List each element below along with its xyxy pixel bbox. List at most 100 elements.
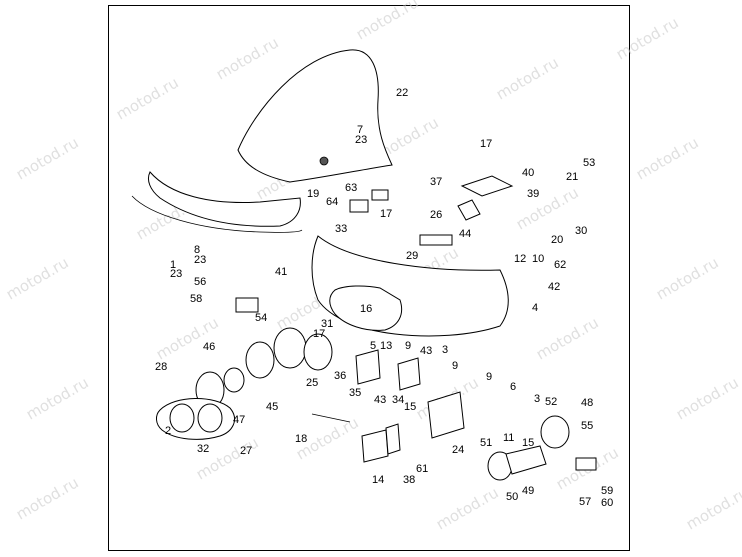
mount-bracket-part [427, 391, 465, 439]
callout-label: 23 [355, 134, 367, 146]
callout-label: 18 [295, 433, 307, 445]
callout-label: 49 [522, 485, 534, 497]
switch-part [235, 297, 259, 313]
headlamp-part [245, 341, 275, 379]
windshield-bushing-part [319, 156, 329, 166]
turn-signal-housing-part [505, 445, 547, 475]
callout-label: 40 [522, 167, 534, 179]
mount-plate-part [361, 429, 389, 463]
lamp-part [223, 367, 245, 393]
callout-label: 48 [581, 397, 593, 409]
callout-label: 45 [266, 401, 278, 413]
callout-label: 7 [357, 124, 363, 136]
watermark-text: motod.ru [193, 433, 262, 483]
callout-label: 26 [430, 209, 442, 221]
watermark-text: motod.ru [113, 73, 182, 123]
watermark-text: motod.ru [433, 483, 502, 533]
callout-label: 15 [522, 437, 534, 449]
callout-label: 11 [503, 432, 514, 444]
callout-label: 14 [372, 474, 384, 486]
callout-label: 33 [335, 223, 347, 235]
callout-label: 10 [532, 253, 544, 265]
callout-label: 52 [545, 396, 557, 408]
headlamp-part [273, 327, 307, 369]
callout-label: 56 [194, 276, 206, 288]
watermark-text: motod.ru [353, 0, 422, 43]
callout-label: 9 [452, 360, 458, 372]
callout-label: 6 [510, 381, 516, 393]
callout-label: 20 [551, 234, 563, 246]
callout-label: 29 [406, 250, 418, 262]
callout-label: 28 [155, 361, 167, 373]
windshield-seal-part [131, 195, 303, 233]
callout-label: 53 [583, 157, 595, 169]
watermark-text: motod.ru [153, 313, 222, 363]
callout-label: 25 [306, 377, 318, 389]
callout-label: 2 [165, 425, 171, 437]
bracket-part [397, 357, 421, 391]
support-bracket-part [457, 199, 481, 221]
bracket-plate-part [460, 175, 514, 197]
turn-signal-part [540, 415, 570, 449]
bracket-part [355, 349, 381, 385]
callout-label: 57 [579, 496, 591, 508]
mount-plate-part [385, 423, 401, 455]
callout-label: 64 [326, 196, 338, 208]
callout-label: 21 [566, 171, 578, 183]
callout-label: 4 [532, 302, 538, 314]
headlamp-opening-part [329, 285, 403, 331]
callout-label: 3 [442, 344, 448, 356]
callout-label: 34 [392, 394, 404, 406]
windshield-part [237, 49, 393, 183]
rod-part [311, 413, 351, 423]
callout-label: 54 [255, 312, 267, 324]
callout-label: 5 [370, 340, 376, 352]
watermark-text: motod.ru [213, 33, 282, 83]
callout-label: 63 [345, 182, 357, 194]
callout-label: 13 [380, 340, 392, 352]
callout-label: 60 [601, 497, 613, 509]
callout-label: 23 [194, 254, 206, 266]
watermark-text: motod.ru [13, 133, 82, 183]
watermark-text: motod.ru [683, 483, 742, 533]
callout-label: 46 [203, 341, 215, 353]
watermark-text: motod.ru [3, 253, 72, 303]
watermark-text: motod.ru [613, 13, 682, 63]
callout-label: 62 [554, 259, 566, 271]
callout-label: 24 [452, 444, 464, 456]
callout-label: 36 [334, 370, 346, 382]
bezel-hole-part [169, 403, 195, 433]
callout-label: 17 [480, 138, 492, 150]
callout-label: 47 [233, 414, 245, 426]
callout-label: 61 [416, 463, 428, 475]
callout-label: 38 [403, 474, 415, 486]
callout-label: 43 [374, 394, 386, 406]
fairing-trim-part [147, 171, 301, 227]
lamp-socket-part [575, 457, 597, 471]
connector-part [371, 189, 389, 201]
callout-label: 23 [170, 268, 182, 280]
watermark-text: motod.ru [23, 373, 92, 423]
callout-label: 19 [307, 188, 319, 200]
callout-label: 1 [170, 259, 176, 271]
callout-label: 31 [321, 318, 333, 330]
callout-label: 9 [486, 371, 492, 383]
callout-label: 22 [396, 87, 408, 99]
callout-label: 50 [506, 491, 518, 503]
callout-label: 8 [194, 244, 200, 256]
diagram-frame [108, 5, 630, 551]
callout-label: 17 [380, 208, 392, 220]
watermark-text: motod.ru [513, 183, 582, 233]
watermark-text: motod.ru [633, 133, 702, 183]
callout-label: 41 [275, 266, 287, 278]
callout-label: 44 [459, 228, 471, 240]
callout-label: 12 [514, 253, 526, 265]
pad-part [419, 234, 453, 246]
callout-label: 43 [420, 345, 432, 357]
callout-label: 51 [480, 437, 492, 449]
headlamp-part [303, 333, 333, 371]
callout-label: 35 [349, 387, 361, 399]
watermark-text: motod.ru [533, 313, 602, 363]
callout-label: 3 [534, 393, 540, 405]
